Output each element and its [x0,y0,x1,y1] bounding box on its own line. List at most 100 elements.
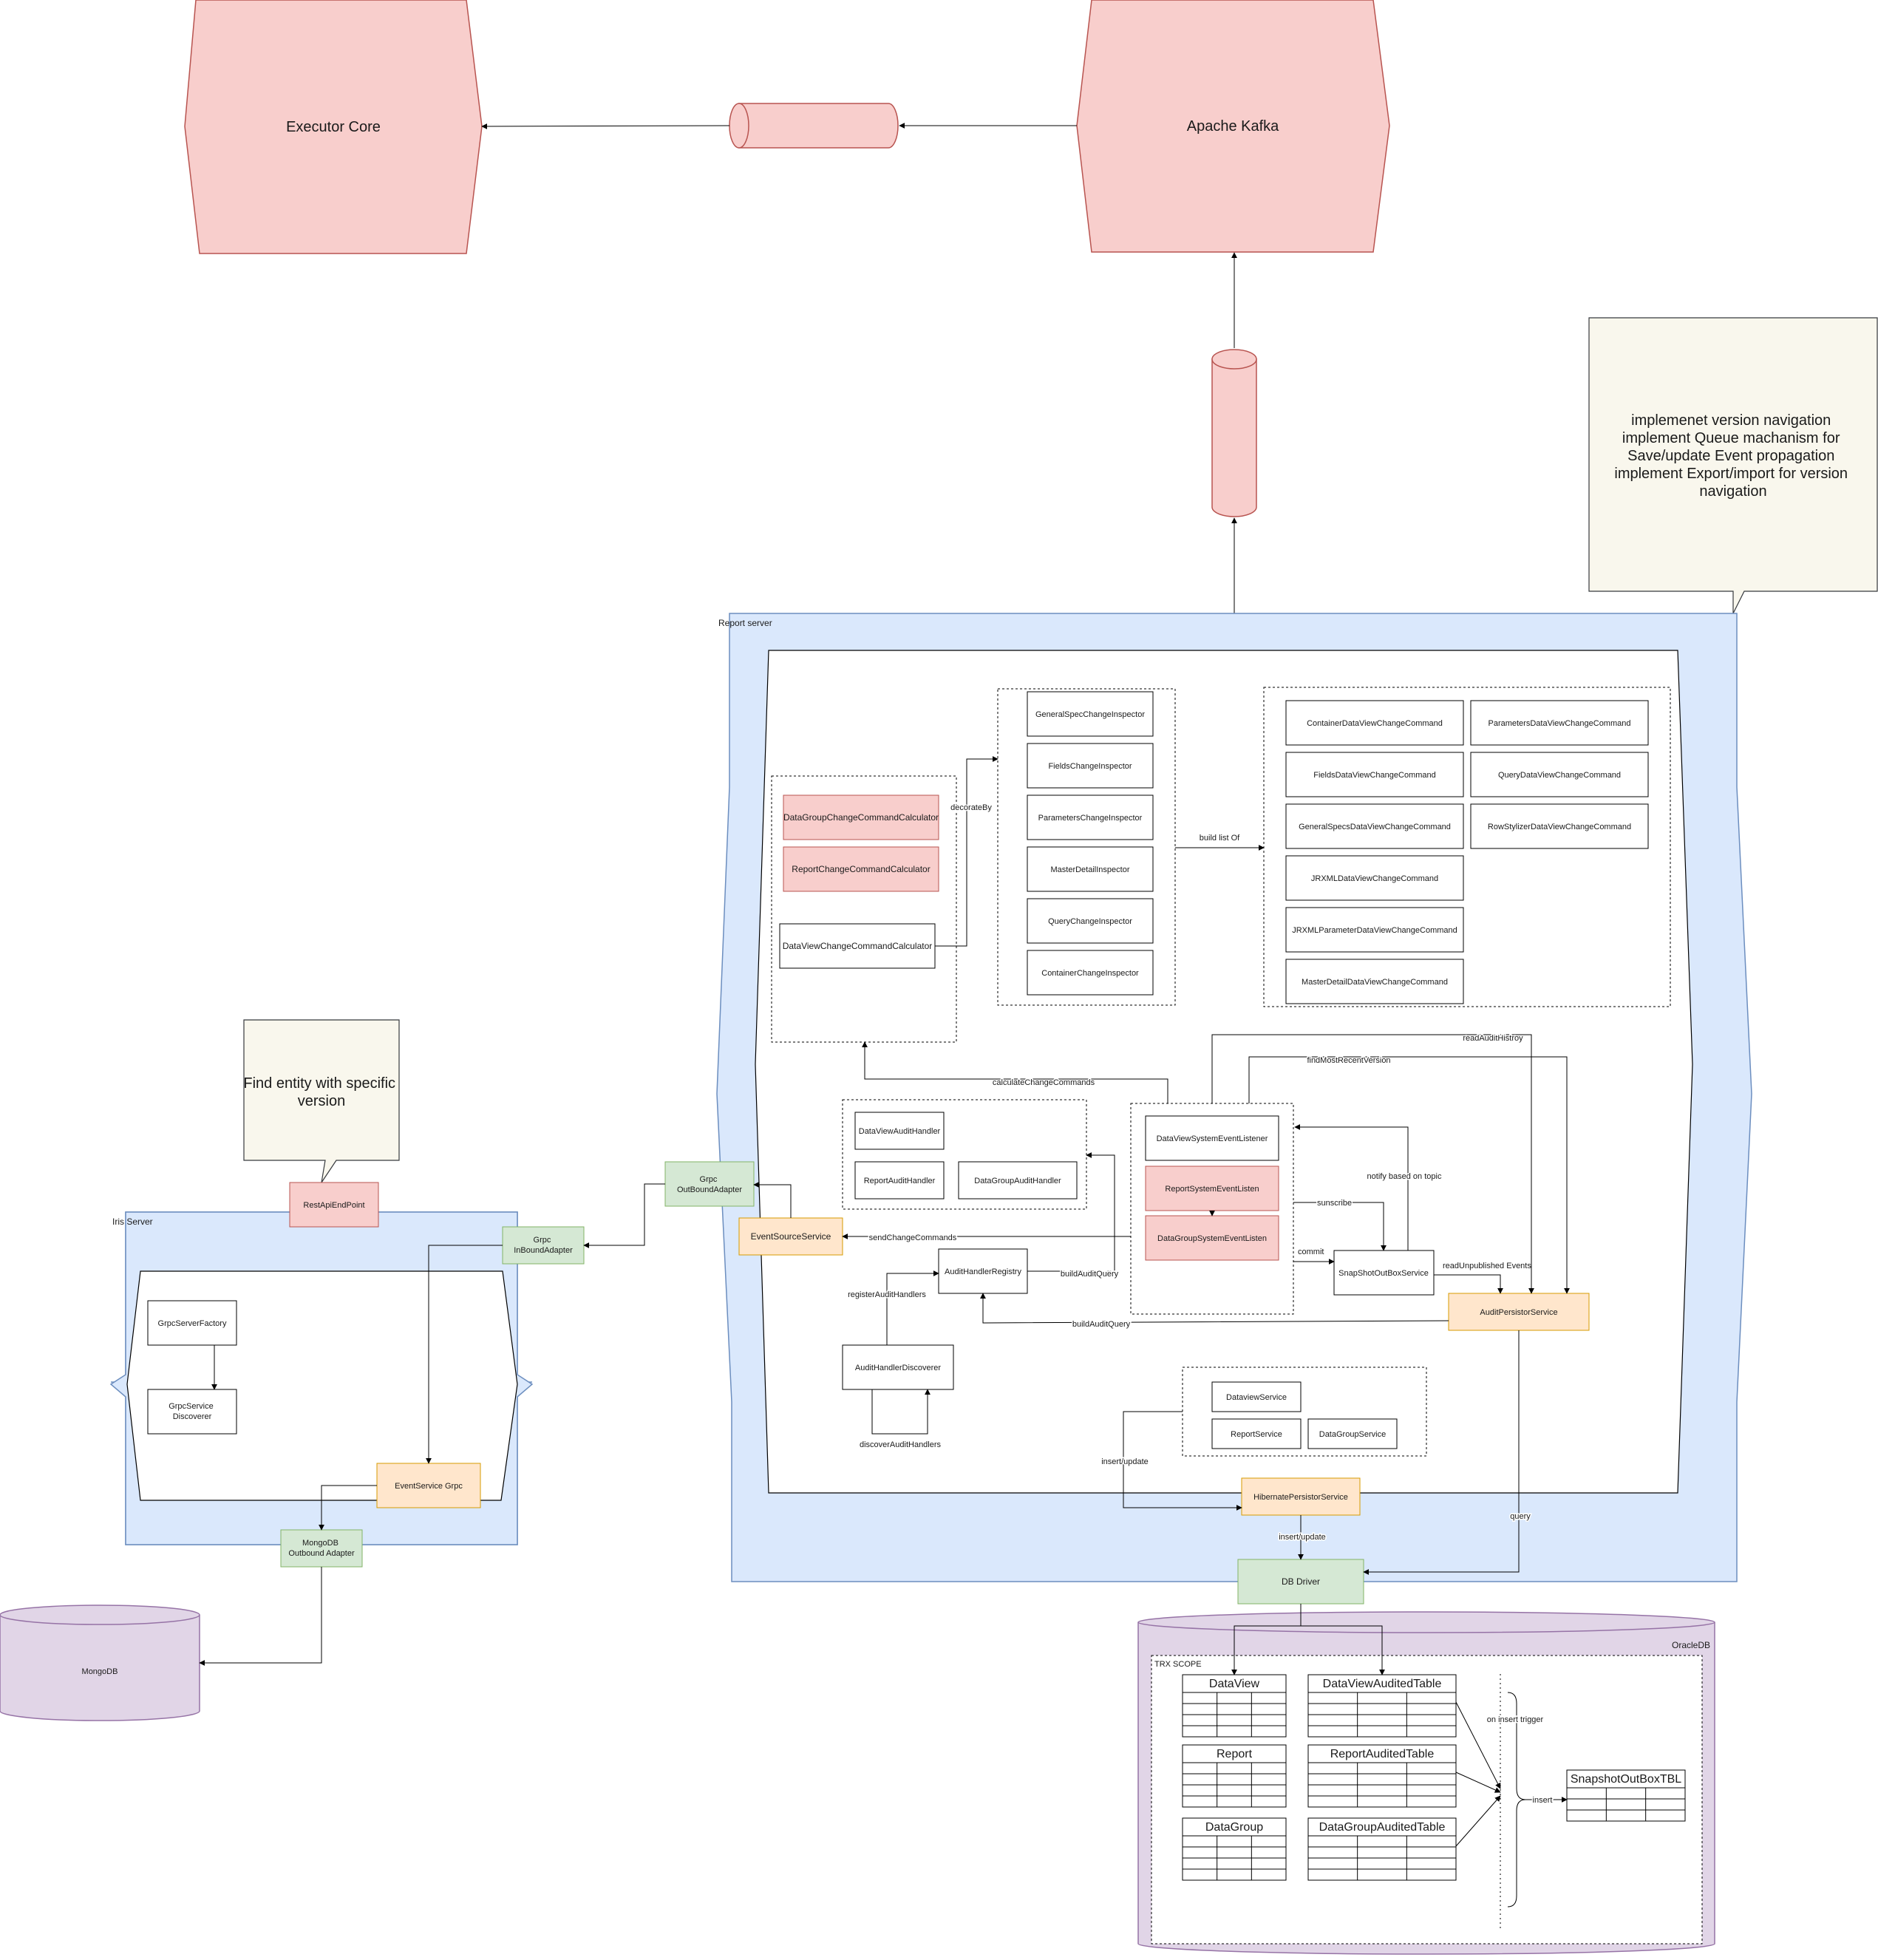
note-version-navigation: implemenet version navigation implement … [1588,317,1878,614]
inspector-label: QueryChangeInspector [1048,917,1132,926]
table-dataview-title: DataView [1209,1678,1260,1690]
table-report-title: Report [1217,1748,1253,1760]
edge-notify-based-on-topic: notify based on topic [1367,1172,1442,1181]
note-find-line-1: Find entity with specific [243,1075,395,1092]
edge-insert-update-1: insert/update [1101,1457,1149,1466]
audit-handler-registry [938,1248,1028,1294]
report-audit-handler [854,1161,945,1200]
edge-send-change-commands: sendChangeCommands [869,1233,957,1242]
command-box [1285,907,1464,953]
table-audited [1307,1817,1457,1881]
edge-commit: commit [1298,1248,1324,1256]
kafka-queue-vertical [1211,349,1257,517]
audit-persistor-service-label: AuditPersistorService [1480,1308,1557,1317]
table-audited-title: DataGroupAuditedTable [1319,1821,1446,1834]
command-box [1285,752,1464,797]
datagroup-calculator [783,794,939,840]
command-label: QueryDataViewChangeCommand [1498,771,1621,780]
report-listener-label: ReportSystemEventListen [1165,1185,1259,1194]
event-service-grpc-label: EventService Grpc [395,1482,463,1491]
command-box [1470,752,1649,797]
command-label: ParametersDataViewChangeCommand [1488,719,1630,728]
command-label: FieldsDataViewChangeCommand [1313,771,1436,780]
table-audited-title: ReportAuditedTable [1330,1748,1435,1760]
command-label: GeneralSpecsDataViewChangeCommand [1299,823,1451,831]
audit-handler-discoverer-label: AuditHandlerDiscoverer [855,1364,941,1372]
mongodb-label: MongoDB [82,1667,118,1676]
grpc-server-factory [147,1300,237,1346]
inspector-box [1027,898,1154,944]
command-label: MasterDetailDataViewChangeCommand [1302,978,1448,987]
datagroup-listener [1145,1215,1279,1261]
mongodb-cylinder [0,1605,200,1721]
note-find-entity: Find entity with specific version [243,1019,400,1183]
edge-calculate-change-commands: calculateChangeCommands [993,1078,1095,1087]
report-listener [1145,1166,1279,1211]
grpc-outbound-label-2: OutBoundAdapter [677,1185,742,1194]
inspector-box [1027,794,1154,840]
edge-subscribe: sunscribe [1317,1199,1352,1208]
table-audited [1307,1674,1457,1738]
command-label: ContainerDataViewChangeCommand [1307,719,1443,728]
edge-build-audit-query-1: buildAuditQuery [1061,1270,1119,1279]
svg-text:GrpcService Discoverer: GrpcService Discoverer [169,1402,216,1421]
inspector-box [1027,691,1154,737]
dataview-audit-handler-label: DataViewAuditHandler [859,1127,941,1136]
executor-core-shape [184,0,483,254]
grpc-inbound-label: Grpc [534,1236,551,1245]
table-snapshot-outbox-title: SnapshotOutBoxTBL [1571,1773,1681,1786]
dataview-service [1211,1381,1302,1412]
report-calculator-label: ReportChangeCommandCalculator [792,864,930,874]
dataview-listener [1145,1115,1279,1161]
executor-core-label: Executor Core [286,119,381,135]
inspector-label: ParametersChangeInspector [1038,814,1143,823]
datagroup-listener-label: DataGroupSystemEventListen [1157,1234,1267,1243]
report-service-label: ReportService [1231,1430,1282,1439]
grpc-outbound-label: Grpc [700,1175,718,1184]
report-server-title: Report server [718,618,772,628]
command-box [1285,959,1464,1004]
command-box [1285,855,1464,901]
svg-text:MongoDB Outbound Adapter: MongoDB Outbound Adapter [288,1539,355,1558]
iris-server-title: Iris Server [112,1217,153,1227]
oracle-db-title: OracleDB [1672,1640,1710,1650]
svg-text:Find entity with specific: Find entity with specific version [243,1075,399,1109]
event-source-service-label: EventSourceService [751,1231,831,1242]
snapshot-outbox-service [1333,1250,1435,1296]
edge-read-unpublished-events: readUnpublished Events [1443,1262,1531,1270]
report-audit-handler-label: ReportAuditHandler [864,1177,936,1185]
dataview-calculator-label: DataViewChangeCommandCalculator [783,941,933,951]
datagroup-audit-handler [958,1161,1078,1200]
edge-decorate-by: decorateBy [950,803,992,812]
edge-discover-audit-handlers: discoverAuditHandlers [860,1440,942,1449]
db-driver [1237,1559,1364,1605]
grpc-service-discoverer-label: GrpcService [169,1402,214,1411]
table-audited [1307,1744,1457,1808]
edge-register-audit-handlers: registerAuditHandlers [848,1290,926,1299]
note-find-line-2: version [298,1093,345,1109]
command-label: JRXMLParameterDataViewChangeCommand [1292,926,1457,935]
edge-read-audit-histroy: readAuditHistroy [1463,1034,1523,1043]
datagroup-service-label: DataGroupService [1319,1430,1387,1439]
dataview-calculator [779,923,936,969]
edge-find-most-recent-version: findMostRecentVersion [1307,1056,1390,1065]
inspector-label: ContainerChangeInspector [1041,969,1139,978]
grpc-service-discoverer-label-2: Discoverer [173,1412,212,1421]
grpc-service-discoverer [147,1389,237,1435]
dataview-listener-label: DataViewSystemEventListener [1157,1134,1268,1143]
grpc-inbound-label-2: InBoundAdapter [514,1246,573,1255]
mongodb-adapter-label: MongoDB [302,1539,338,1548]
inspector-box [1027,846,1154,892]
inspectors-group [997,688,1176,1006]
command-box [1470,803,1649,849]
grpc-outbound-adapter [664,1161,755,1207]
edge-insert-update-2: insert/update [1279,1533,1326,1542]
table-datagroup-title: DataGroup [1205,1821,1263,1834]
table-audited-title: DataViewAuditedTable [1323,1678,1442,1690]
rest-api-endpoint-label: RestApiEndPoint [303,1201,364,1210]
svg-text:Grpc OutBoundAdapter: Grpc OutBoundAdapter [677,1175,742,1194]
table-datagroup [1182,1817,1287,1881]
hibernate-persistor-service [1241,1477,1361,1516]
rest-api-endpoint [289,1182,379,1228]
